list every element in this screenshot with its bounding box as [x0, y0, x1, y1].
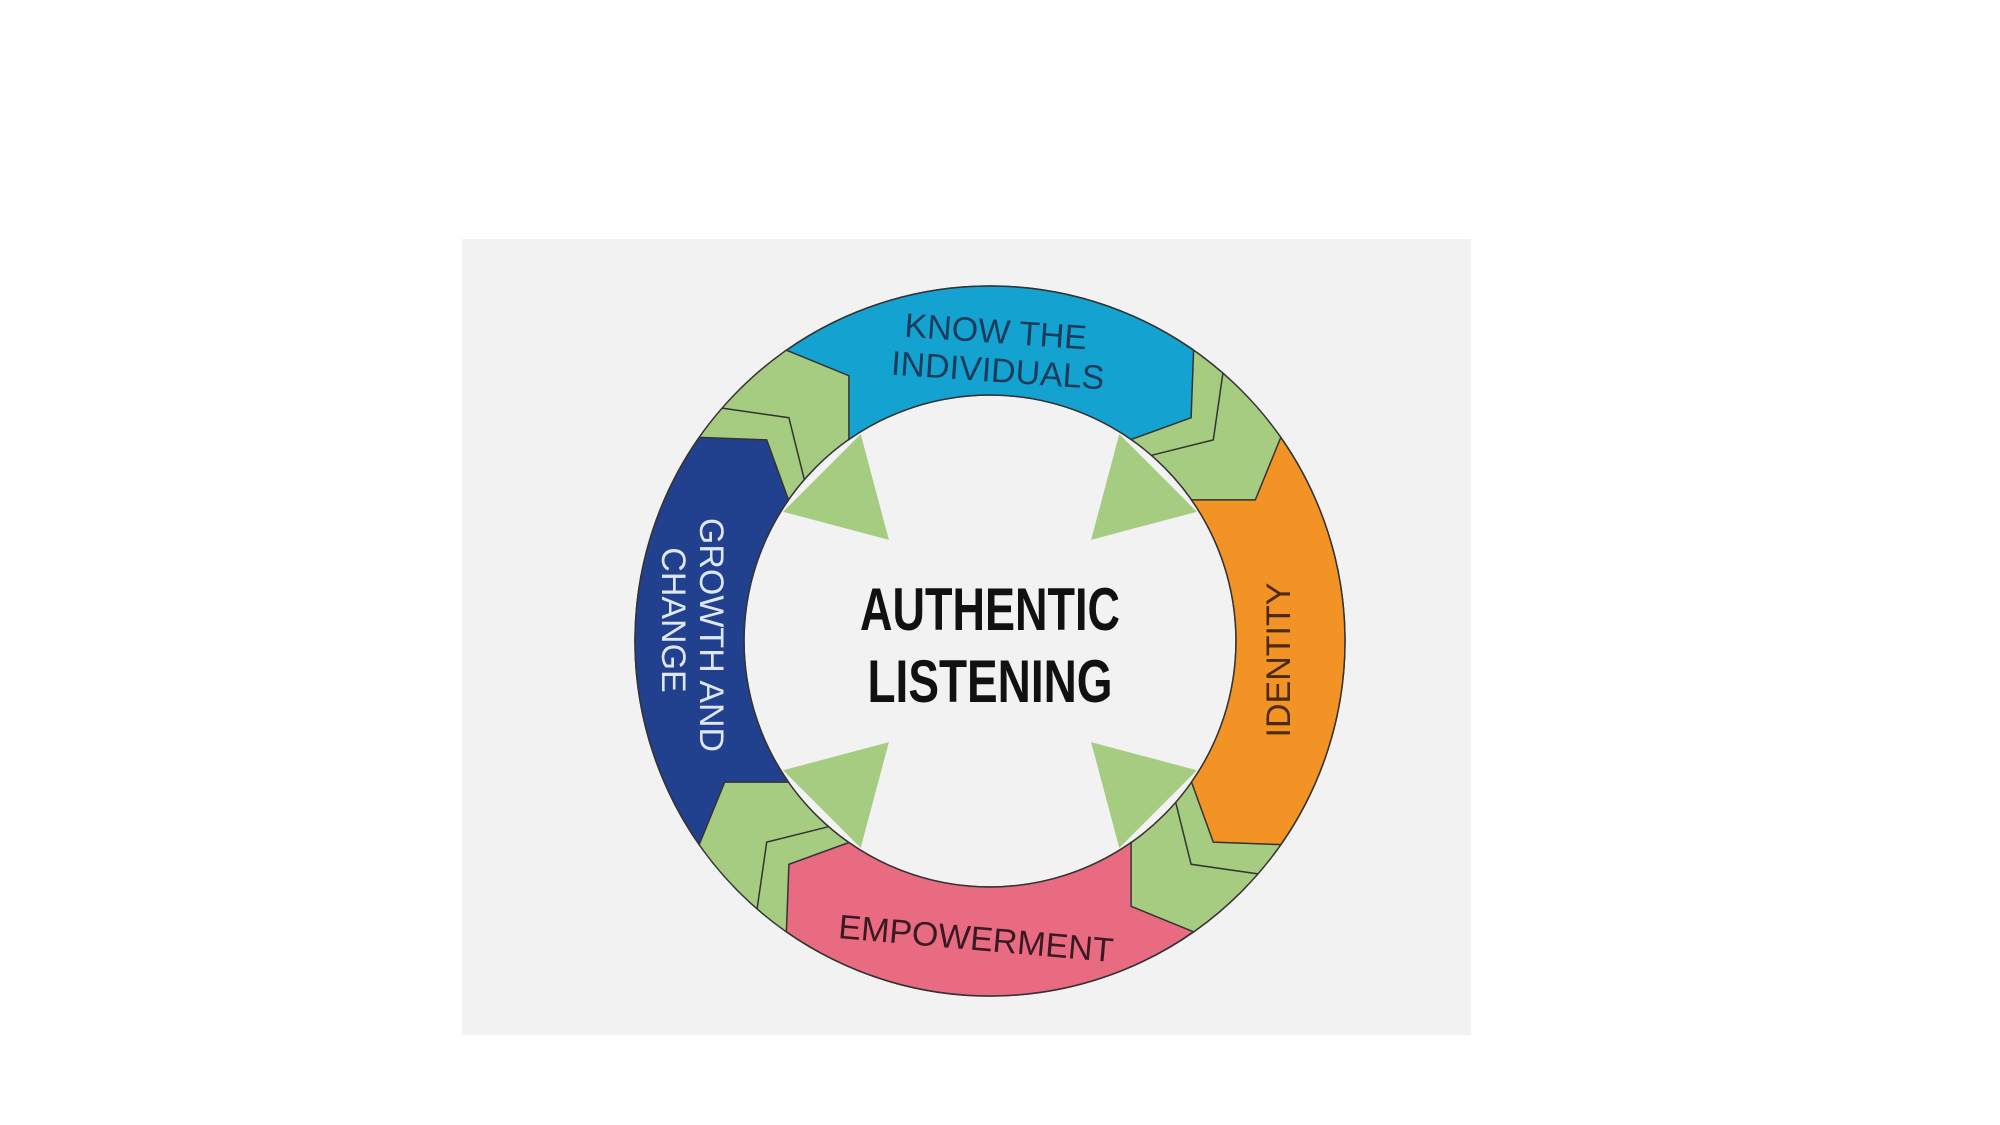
connector-chevron — [1174, 802, 1259, 875]
inward-arrow-icon — [1091, 434, 1197, 540]
segment-growth-and-change — [634, 436, 790, 847]
segment-identity — [1190, 435, 1346, 846]
segment-label-growth-and-change: GROWTH AND CHANGE — [654, 518, 730, 752]
inward-arrow-icon — [1091, 742, 1197, 848]
connector-chevron — [721, 407, 806, 480]
segment-empowerment — [785, 841, 1196, 997]
center-title-line1: AUTHENTIC — [860, 576, 1120, 643]
segment-label-identity: IDENTITY — [1260, 583, 1298, 738]
inward-arrow-icon — [783, 434, 889, 540]
segment-label-line: CHANGE — [654, 547, 692, 692]
connector-chevron — [1151, 372, 1224, 457]
inward-arrow-icon — [783, 742, 889, 848]
segment-label-know-the-individuals: KNOW THE INDIVIDUALS — [890, 307, 1106, 398]
connector-chevron — [756, 825, 829, 910]
segment-know-the-individuals — [784, 285, 1195, 441]
center-title-line2: LISTENING — [868, 648, 1113, 715]
segment-label-line: GROWTH AND — [692, 518, 730, 752]
